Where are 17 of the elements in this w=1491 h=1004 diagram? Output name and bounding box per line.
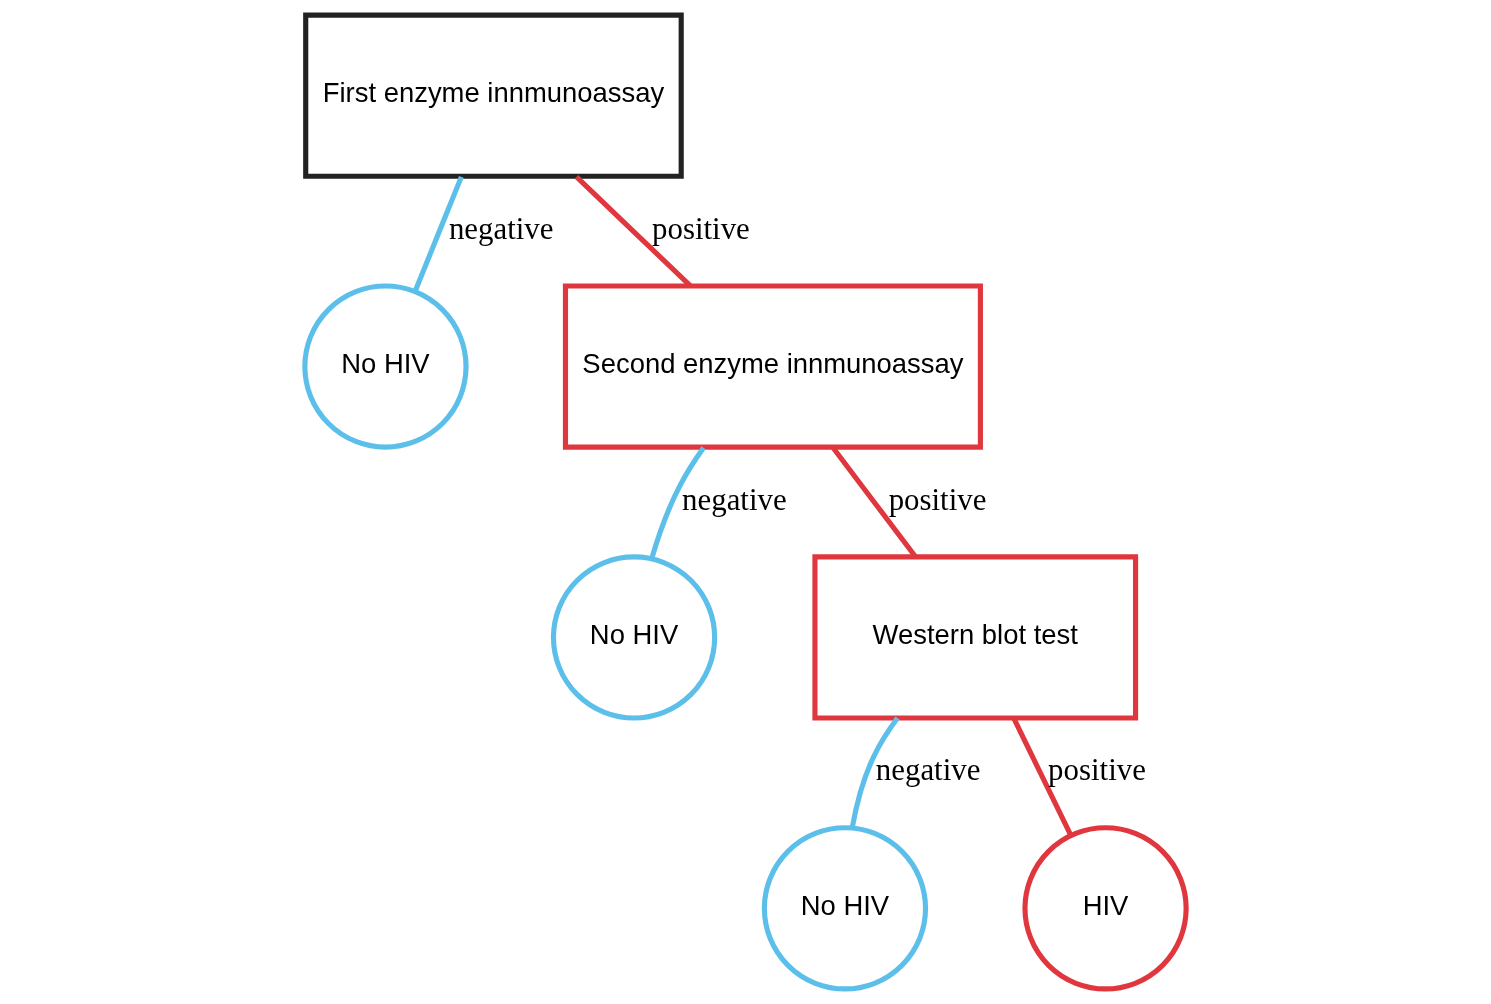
node-box: Western blot test — [812, 554, 1139, 721]
connector — [1011, 717, 1074, 837]
node-circle: No HIV — [761, 825, 929, 992]
connector — [412, 175, 464, 293]
connector — [649, 446, 706, 560]
edge-label: negative — [875, 753, 981, 788]
edge-label: positive — [1048, 753, 1146, 788]
connector — [849, 716, 900, 828]
node-circle: No HIV — [302, 283, 469, 450]
node-circle: No HIV — [550, 554, 718, 721]
node-box: Second enzyme innmunoassay — [562, 283, 983, 450]
node-box: First enzyme innmunoassay — [303, 12, 684, 179]
edge-label: negative — [448, 211, 554, 246]
edge-label: positive — [888, 482, 987, 517]
edge-label: negative — [682, 482, 787, 517]
edge-label: positive — [652, 211, 750, 246]
node-circle: HIV — [1022, 825, 1189, 992]
